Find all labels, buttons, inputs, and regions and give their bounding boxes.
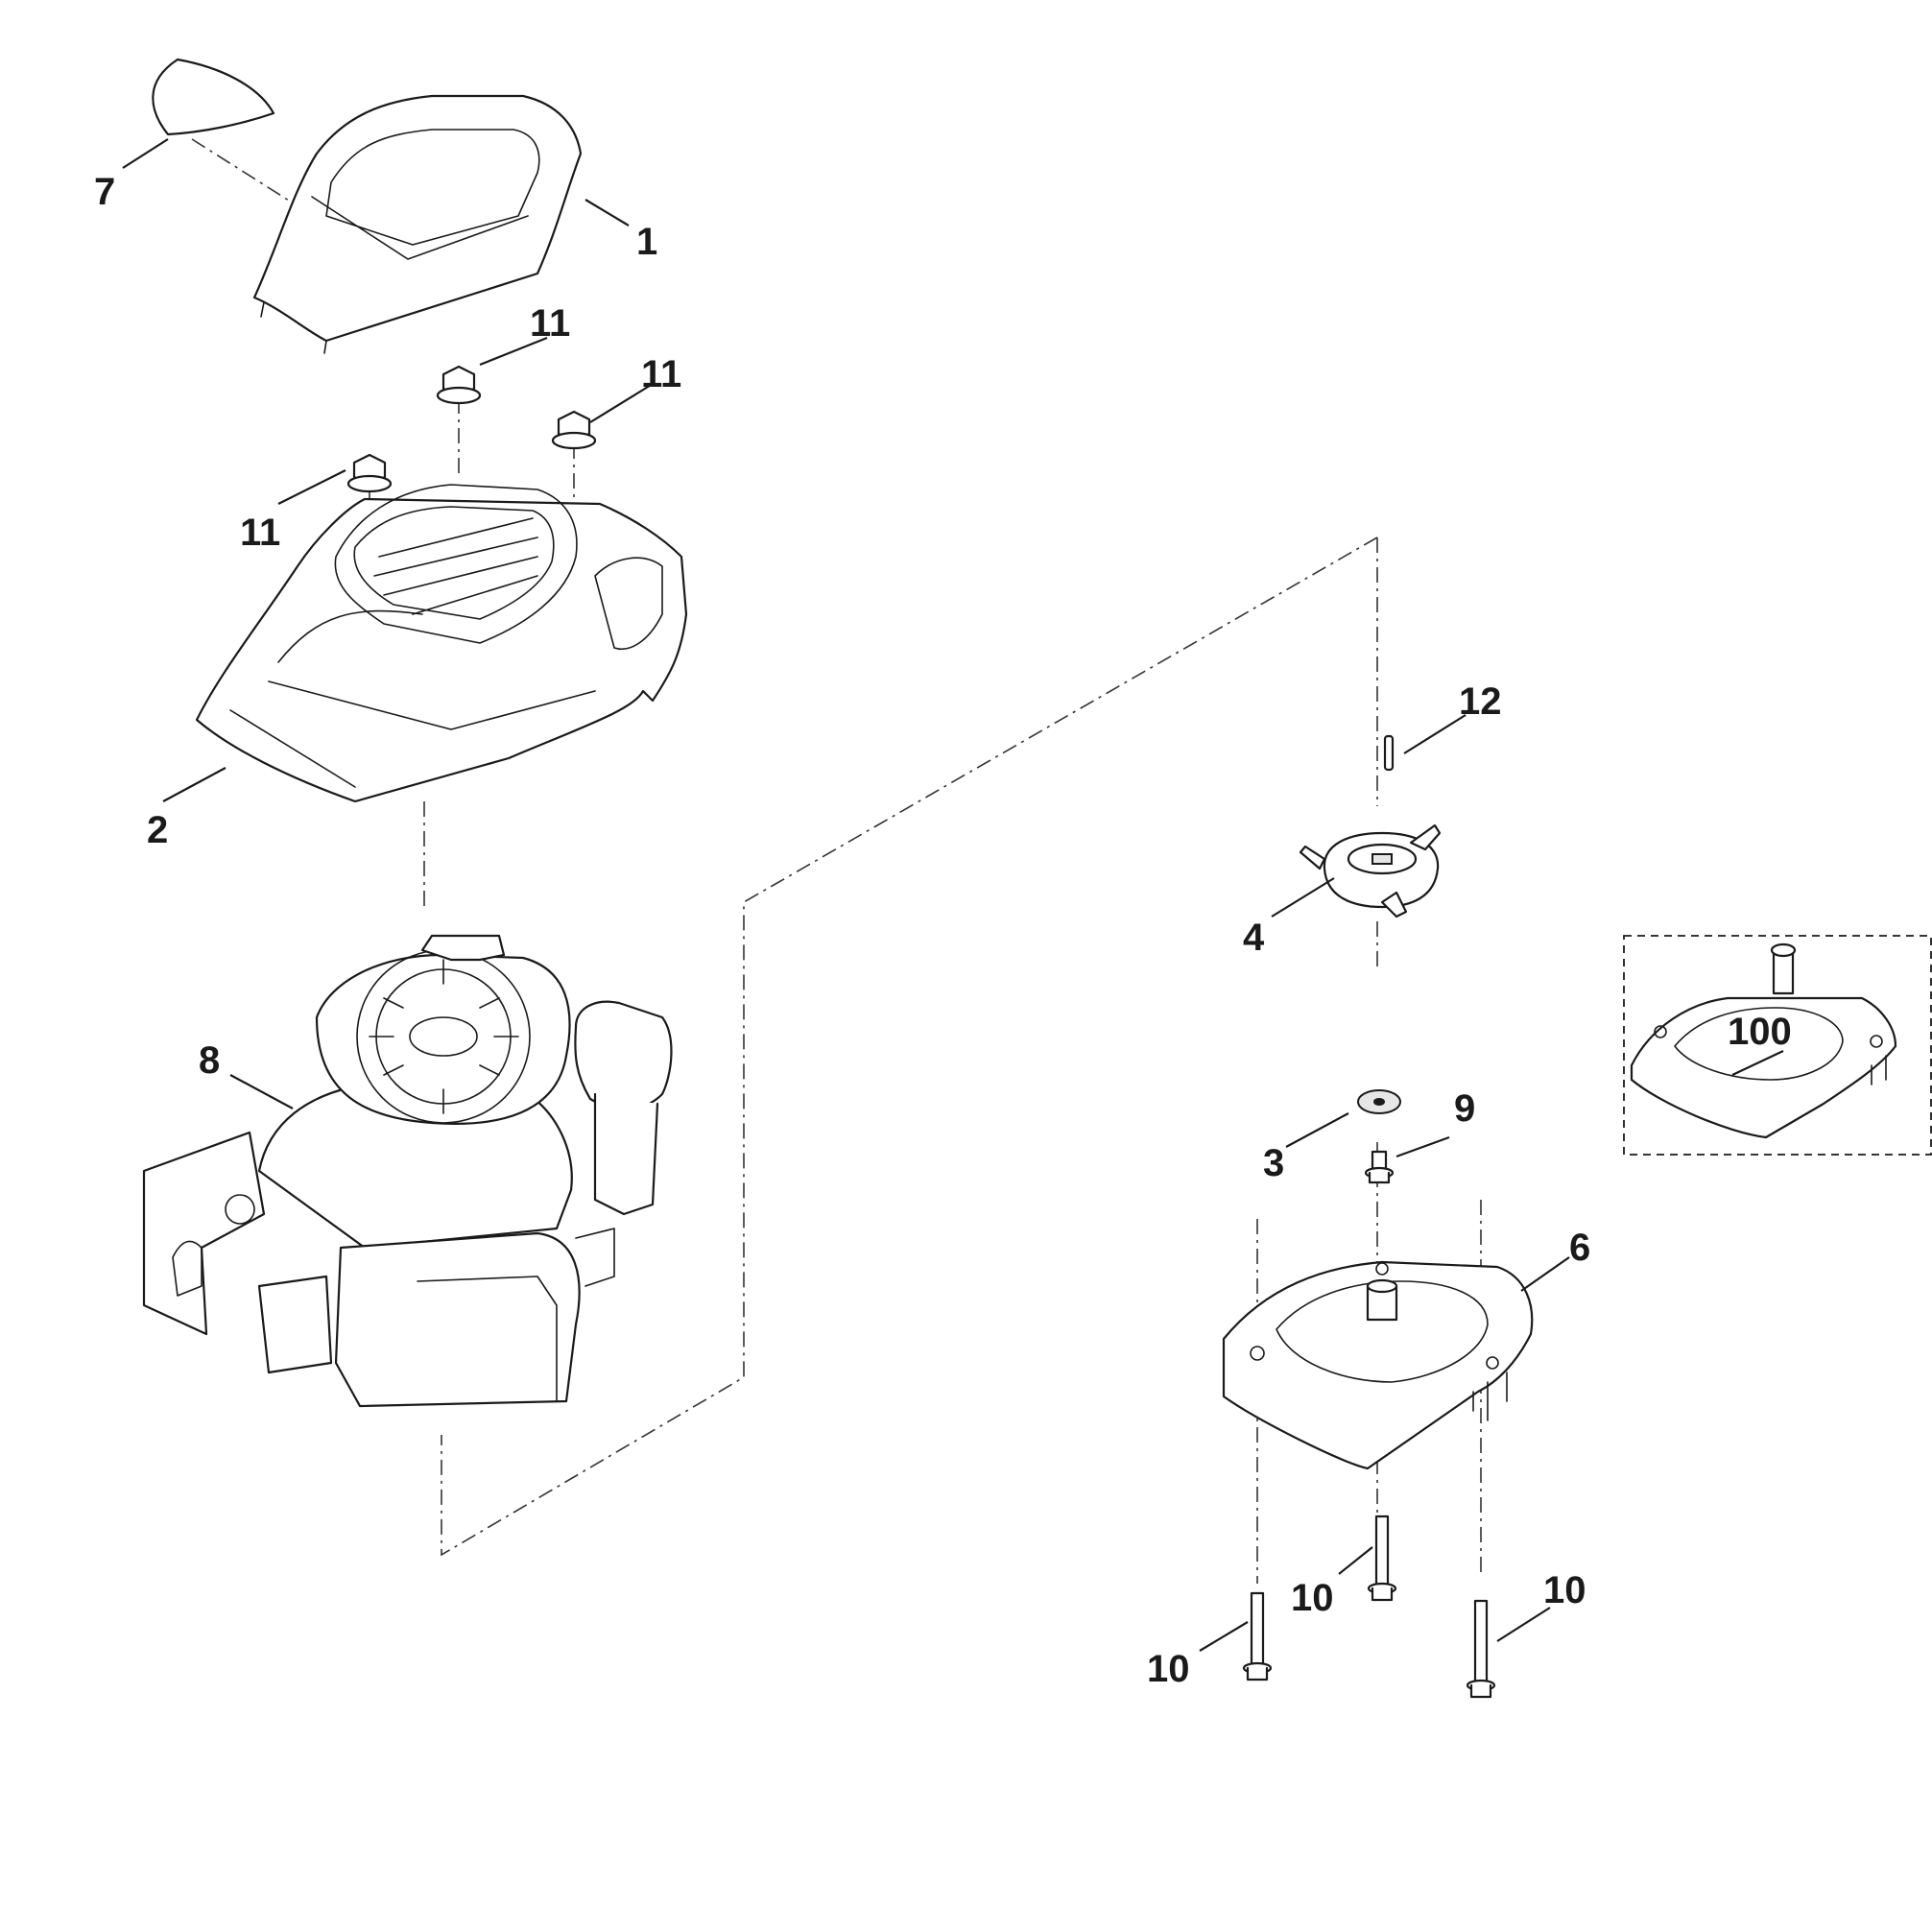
callout-6: 6	[1569, 1227, 1590, 1269]
label-sticker-part	[152, 58, 275, 136]
flange-nut-part	[346, 453, 393, 493]
leader-lines	[122, 138, 1784, 1652]
callout-9: 9	[1454, 1087, 1475, 1130]
kit-box	[1623, 935, 1932, 1156]
key-part	[1383, 734, 1395, 772]
callout-10: 10	[1147, 1648, 1190, 1690]
callout-3: 3	[1263, 1142, 1284, 1184]
callout-2: 2	[147, 809, 168, 851]
callout-7: 7	[94, 171, 115, 213]
callout-11: 11	[530, 302, 570, 345]
washer-part	[1357, 1089, 1401, 1114]
callout-11: 11	[240, 512, 280, 554]
bolt-part	[1466, 1599, 1496, 1699]
screw-part	[1364, 1150, 1395, 1184]
flange-nut-part	[551, 410, 597, 450]
bolt-part	[1367, 1515, 1397, 1602]
bolt-part	[1242, 1591, 1273, 1682]
top-cover-part	[252, 94, 583, 354]
callout-12: 12	[1459, 680, 1502, 723]
callout-11: 11	[641, 353, 681, 395]
callout-8: 8	[199, 1039, 220, 1082]
engine-shroud-part	[195, 484, 688, 803]
flange-plate-part	[1222, 1260, 1534, 1470]
callout-100: 100	[1728, 1011, 1792, 1053]
callout-10: 10	[1543, 1569, 1586, 1611]
callout-1: 1	[636, 221, 657, 263]
callout-10: 10	[1291, 1577, 1334, 1619]
blade-adapter-part	[1299, 823, 1442, 918]
callout-4: 4	[1243, 917, 1265, 959]
engine-part	[142, 934, 673, 1408]
flange-nut-part	[436, 365, 482, 405]
recoil-starter-grille-icon	[356, 949, 531, 1124]
callouts: 7 1 11 11 11 2 8 12 4 100 9 3 6 10 10 10	[94, 171, 1792, 1690]
